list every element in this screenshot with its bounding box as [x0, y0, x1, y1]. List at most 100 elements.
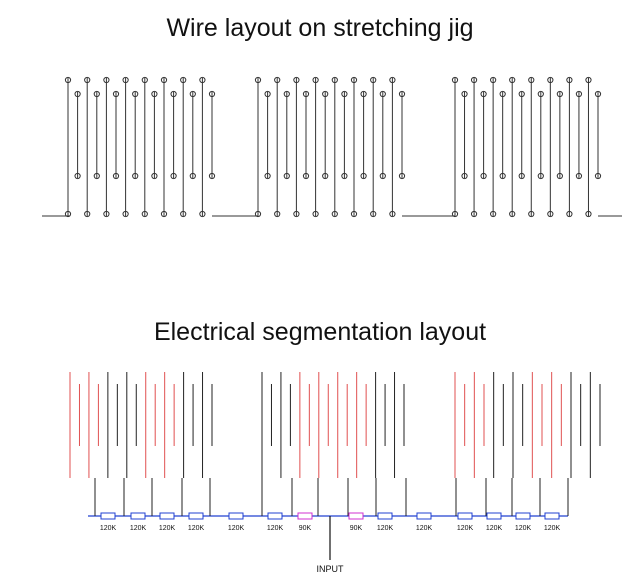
pin-marker [537, 90, 544, 98]
pin-marker [64, 210, 72, 218]
pin-marker [132, 90, 139, 98]
pin-marker [84, 76, 91, 84]
pin-marker [132, 172, 139, 180]
pin-marker [122, 76, 129, 84]
pin-marker [547, 210, 554, 218]
resistor [416, 512, 432, 520]
pin-marker [518, 90, 525, 98]
pin-marker [331, 76, 338, 84]
pin-marker [509, 210, 516, 218]
resistor-label: 120K [130, 525, 147, 532]
resistor-label: 120K [416, 525, 433, 532]
pin-marker [470, 210, 478, 218]
pin-marker [585, 210, 592, 218]
pin-marker [341, 90, 348, 98]
pin-marker [254, 76, 262, 84]
pin-marker [322, 90, 329, 98]
pin-marker [293, 210, 300, 218]
resistor [297, 512, 313, 520]
pin-marker [389, 76, 396, 84]
pin-marker [480, 90, 487, 98]
pin-marker [74, 90, 81, 98]
pin-marker [283, 90, 290, 98]
pin-marker [556, 172, 563, 180]
pin-marker [528, 76, 535, 84]
resistor-label: 120K [544, 525, 561, 532]
resistor [377, 512, 393, 520]
pin-marker [302, 90, 310, 98]
pin-marker [461, 172, 468, 180]
pin-marker [208, 90, 216, 98]
pin-marker [312, 210, 319, 218]
pin-marker [547, 76, 554, 84]
pin-marker [170, 90, 177, 98]
resistor [544, 512, 560, 520]
pin-marker [274, 76, 281, 84]
pin-marker [322, 172, 329, 180]
resistor-label: 120K [515, 525, 532, 532]
pin-marker [537, 172, 544, 180]
pin-marker [180, 76, 187, 84]
pin-marker [490, 210, 497, 218]
pin-marker [180, 210, 187, 218]
pin-marker [112, 172, 120, 180]
pin-marker [254, 210, 262, 218]
pin-marker [585, 76, 592, 84]
pin-marker [480, 172, 487, 180]
pin-marker [93, 172, 100, 180]
pin-marker [264, 172, 271, 180]
resistor-label: 120K [267, 525, 284, 532]
pin-marker [84, 210, 91, 218]
resistor-label: 120K [228, 525, 245, 532]
pin-marker [451, 76, 459, 84]
pin-marker [379, 172, 386, 180]
pin-marker [461, 90, 468, 98]
pin-marker [331, 210, 338, 218]
pin-marker [189, 90, 196, 98]
pin-marker [350, 210, 358, 218]
pin-marker [341, 172, 348, 180]
resistor-label: 120K [159, 525, 176, 532]
resistor [348, 512, 364, 520]
resistor [100, 512, 116, 520]
pin-marker [470, 76, 478, 84]
pin-marker [93, 90, 100, 98]
pin-marker [283, 172, 290, 180]
resistor [188, 512, 204, 520]
pin-marker [264, 90, 271, 98]
pin-marker [575, 172, 583, 180]
pin-marker [199, 210, 206, 218]
pin-marker [360, 172, 367, 180]
pin-marker [594, 90, 602, 98]
resistor [228, 512, 244, 520]
pin-marker [312, 76, 319, 84]
resistor-label: 120K [100, 525, 117, 532]
pin-marker [360, 90, 367, 98]
pin-marker [64, 76, 72, 84]
pin-marker [575, 90, 583, 98]
pin-marker [528, 210, 535, 218]
pin-marker [518, 172, 525, 180]
resistor [130, 512, 146, 520]
pin-marker [208, 172, 216, 180]
pin-marker [594, 172, 602, 180]
pin-marker [398, 90, 406, 98]
pin-marker [189, 172, 196, 180]
resistor [159, 512, 175, 520]
resistor-label: 120K [188, 525, 205, 532]
pin-marker [170, 172, 177, 180]
pin-marker [160, 76, 168, 84]
pin-marker [274, 210, 281, 218]
pin-marker [490, 76, 497, 84]
pin-marker [451, 210, 459, 218]
pin-marker [141, 76, 148, 84]
pin-marker [74, 172, 81, 180]
pin-marker [293, 76, 300, 84]
pin-marker [151, 172, 158, 180]
pin-marker [122, 210, 129, 218]
pin-marker [398, 172, 406, 180]
resistor-label: 120K [486, 525, 503, 532]
resistor-label: 120K [377, 525, 394, 532]
resistor-label: 120K [457, 525, 474, 532]
pin-marker [370, 210, 377, 218]
